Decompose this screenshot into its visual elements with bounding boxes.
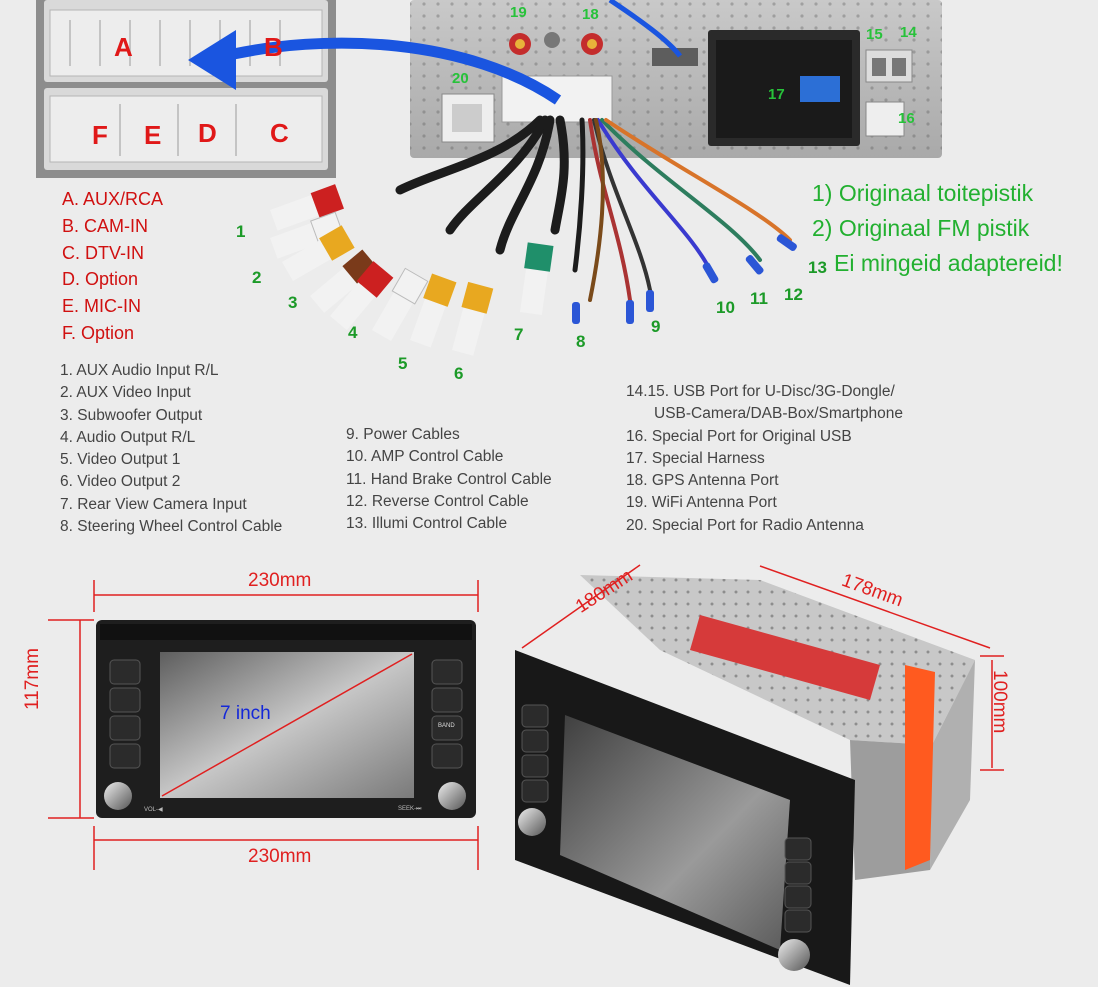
- port-list-col3: 14.15. USB Port for U-Disc/3G-Dongle/ US…: [626, 381, 903, 537]
- seek-label: SEEK-⏭: [398, 806, 422, 812]
- cable-harness: [395, 115, 792, 302]
- list-item: 8. Steering Wheel Control Cable: [60, 518, 283, 536]
- list-item: 20. Special Port for Radio Antenna: [626, 516, 864, 534]
- port-number-19: 19: [510, 4, 527, 21]
- cable-list-col1: 1. AUX Audio Input R/L 2. AUX Video Inpu…: [60, 360, 282, 538]
- cable-number-6: 6: [454, 364, 464, 383]
- cable-number-10: 10: [716, 298, 735, 317]
- cable-number-9: 9: [651, 317, 661, 336]
- connector-letter-e: E: [144, 120, 162, 150]
- list-item: 10. AMP Control Cable: [346, 448, 504, 466]
- cable-number-13: 13: [808, 258, 827, 277]
- perspective-radio: [515, 575, 975, 985]
- height-right-label: 100mm: [989, 670, 1010, 734]
- list-item: 1. AUX Audio Input R/L: [60, 362, 219, 379]
- port-number-15: 15: [866, 26, 883, 43]
- cable-number-11: 11: [750, 289, 768, 308]
- cable-number-7: 7: [514, 325, 524, 344]
- front-width-label-top: 230mm: [248, 570, 312, 591]
- cable-number-12: 12: [784, 285, 803, 304]
- pointer-arrow: [214, 37, 562, 105]
- connector-letter-a: A: [114, 32, 133, 62]
- legend-item: E. MIC-IN: [62, 296, 141, 317]
- list-item: 2. AUX Video Input: [60, 384, 191, 402]
- legend-item: C. DTV-IN: [62, 242, 145, 263]
- list-item: 11. Hand Brake Control Cable: [346, 470, 552, 488]
- screen-size-label: 7 inch: [220, 703, 271, 724]
- rca-plugs: [270, 184, 554, 356]
- connector-letter-f: F: [92, 120, 108, 150]
- list-item: 3. Subwoofer Output: [60, 406, 203, 424]
- port-number-17: 17: [768, 86, 785, 103]
- front-height-label: 117mm: [22, 648, 43, 710]
- list-item: 4. Audio Output R/L: [60, 428, 196, 446]
- legend-item: D. Option: [62, 269, 139, 290]
- list-item: 17. Special Harness: [626, 449, 765, 467]
- connector-legend: A. AUX/RCA B. CAM-IN C. DTV-IN D. Option…: [62, 186, 163, 347]
- connector-inset: [36, 0, 336, 178]
- connector-letter-c: C: [270, 118, 289, 148]
- green-notes: 1) Originaal toitepistik 2) Originaal FM…: [812, 176, 1063, 281]
- note-line: 1) Originaal toitepistik: [812, 180, 1034, 206]
- band-label: BAND: [438, 723, 455, 729]
- list-item: 9. Power Cables: [346, 426, 460, 443]
- note-line: Ei mingeid adaptereid!: [834, 250, 1063, 276]
- connector-letter-b: B: [264, 32, 283, 62]
- list-item: 13. Illumi Control Cable: [346, 515, 508, 533]
- port-number-18: 18: [582, 6, 599, 23]
- radio-back-panel: [410, 0, 942, 158]
- port-number-14: 14: [900, 24, 917, 41]
- cable-number-8: 8: [576, 332, 586, 351]
- legend-item: A. AUX/RCA: [62, 189, 164, 209]
- cable-number-3: 3: [288, 293, 298, 312]
- wire-tips: [572, 234, 797, 324]
- list-item: 5. Video Output 1: [60, 451, 181, 469]
- list-item: 6. Video Output 2: [60, 473, 181, 491]
- cable-number-2: 2: [252, 268, 262, 287]
- front-dimension-lines: [48, 580, 479, 870]
- legend-item: B. CAM-IN: [62, 215, 149, 236]
- front-view-radio: [96, 620, 476, 818]
- vol-label: VOL-◀: [144, 807, 163, 813]
- legend-item: F. Option: [62, 322, 135, 343]
- list-item: 14.15. USB Port for U-Disc/3G-Dongle/: [626, 383, 895, 400]
- port-number-16: 16: [898, 110, 915, 127]
- cable-number-5: 5: [398, 354, 408, 373]
- list-item: 19. WiFi Antenna Port: [626, 494, 777, 512]
- connector-letter-d: D: [198, 118, 217, 148]
- port-number-20: 20: [452, 70, 469, 87]
- list-item: 16. Special Port for Original USB: [626, 427, 852, 445]
- cable-number-1: 1: [236, 222, 246, 241]
- note-line: 2) Originaal FM pistik: [812, 215, 1030, 241]
- list-item: 7. Rear View Camera Input: [60, 495, 247, 513]
- list-item: USB-Camera/DAB-Box/Smartphone: [654, 405, 903, 423]
- cable-number-4: 4: [348, 323, 358, 342]
- cable-list-col2: 9. Power Cables 10. AMP Control Cable 11…: [346, 424, 552, 535]
- list-item: 18. GPS Antenna Port: [626, 472, 779, 490]
- perspective-dimension-lines: [521, 564, 1004, 771]
- front-width-label-bottom: 230mm: [248, 846, 312, 867]
- list-item: 12. Reverse Control Cable: [346, 492, 529, 510]
